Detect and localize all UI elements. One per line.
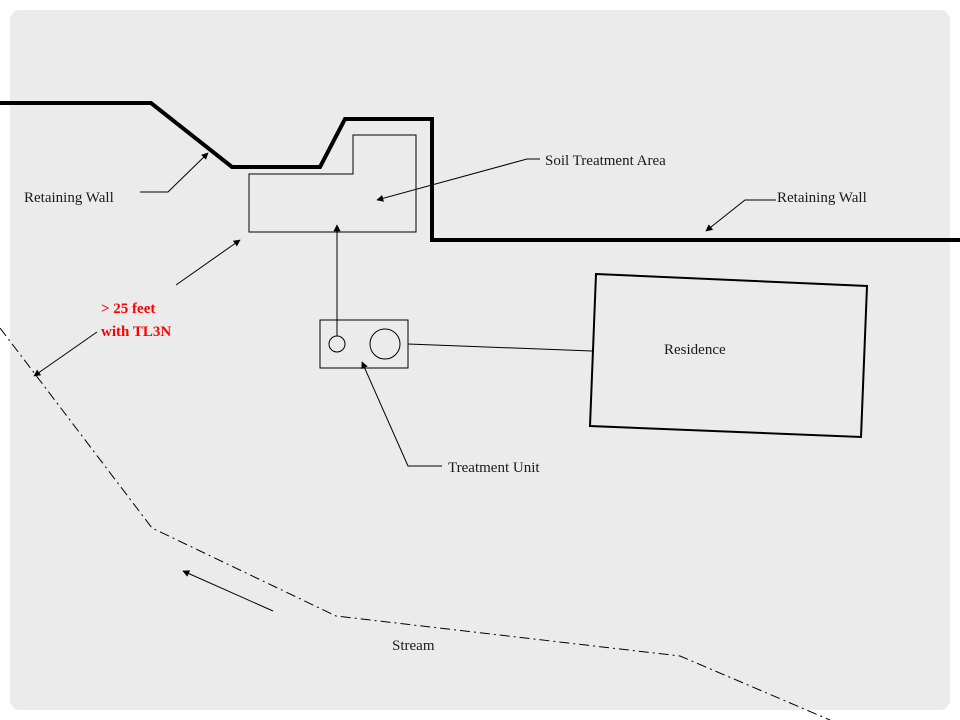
distance-label-line2: with TL3N	[101, 324, 171, 340]
slide-background	[10, 10, 950, 710]
leader-soil-treatment-area	[376, 158, 540, 202]
residence-label: Residence	[664, 342, 726, 358]
treatment-unit-large-tank	[369, 328, 401, 360]
stream-flow-arrow	[182, 570, 274, 612]
distance-label-line1: > 25 feet	[101, 301, 155, 317]
retaining-wall-left-label: Retaining Wall	[24, 190, 114, 206]
leader-retaining-wall-right	[705, 199, 776, 232]
soil-treatment-area-outline	[248, 134, 417, 233]
retaining-wall-right-label: Retaining Wall	[777, 190, 867, 206]
residence-outline	[588, 272, 869, 439]
distance-arrow-down	[33, 331, 98, 377]
pipe-residence-to-unit	[407, 343, 593, 352]
retaining-wall-line	[0, 101, 960, 242]
leader-retaining-wall-left	[140, 152, 209, 193]
distance-arrow-up	[175, 239, 241, 286]
treatment-unit-label: Treatment Unit	[448, 460, 540, 476]
treatment-unit-box	[319, 319, 409, 369]
leader-treatment-unit	[361, 361, 442, 467]
stream-label: Stream	[392, 638, 435, 654]
treatment-unit-small-tank	[328, 335, 346, 353]
soil-treatment-area-label: Soil Treatment Area	[545, 153, 666, 169]
stream-line	[0, 327, 831, 720]
